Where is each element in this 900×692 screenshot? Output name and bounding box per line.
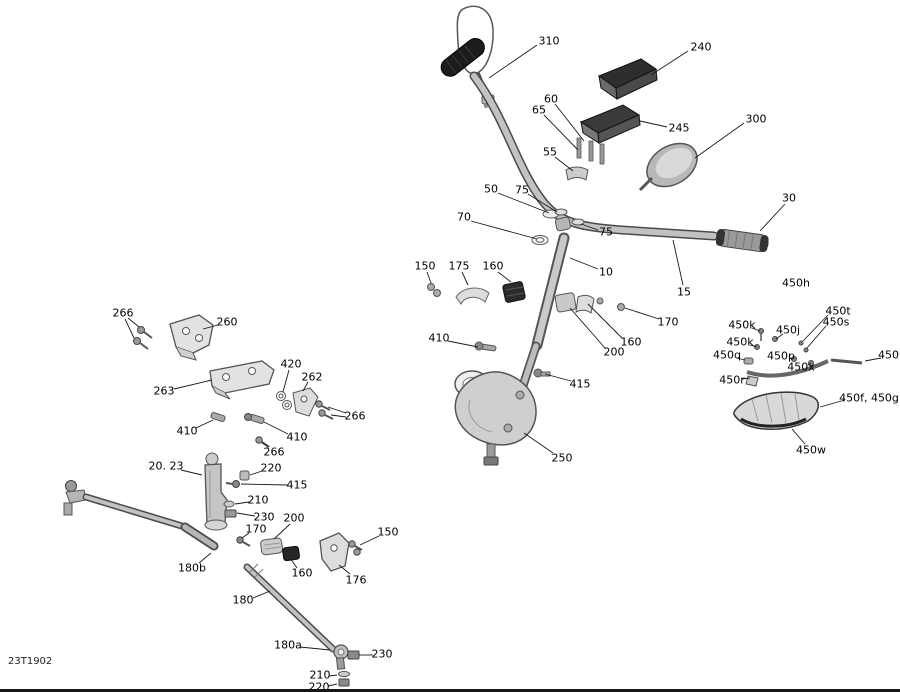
leader-line — [569, 257, 599, 270]
leader-line — [249, 470, 263, 476]
leader-line — [587, 303, 623, 339]
leader-line — [694, 122, 745, 159]
leader-line — [289, 557, 298, 569]
leader-line — [124, 318, 135, 339]
steering-arm-illustration — [204, 452, 228, 531]
handlebar-grip-left-illustration — [440, 38, 485, 77]
column-hardware-right-illustration — [554, 292, 625, 314]
leader-line — [554, 156, 574, 172]
leader-line — [240, 483, 289, 486]
handlebar-pad-lower-illustration — [579, 104, 641, 144]
leader-line — [330, 414, 347, 418]
bottom-edge — [0, 689, 900, 692]
handguard-illustration — [733, 328, 863, 430]
screws-266-right-illustration — [315, 400, 334, 420]
leader-line — [299, 646, 331, 651]
leader-line — [282, 369, 290, 393]
bracket-263-illustration — [209, 360, 275, 400]
leader-line — [488, 44, 538, 79]
leader-line — [338, 564, 351, 575]
leader-line — [639, 120, 668, 128]
leader-line — [447, 340, 479, 348]
leader-line — [741, 377, 751, 380]
bracket-176-illustration — [319, 532, 350, 572]
leader-line — [672, 239, 684, 286]
leader-line — [864, 357, 882, 362]
leader-line — [470, 220, 538, 240]
leader-line — [327, 406, 347, 414]
leader-line — [359, 535, 380, 546]
leader-line — [302, 381, 309, 392]
leader-line — [580, 223, 599, 231]
leader-line — [749, 344, 758, 348]
leader-line — [807, 362, 812, 366]
ball-joint-180a-illustration — [333, 644, 360, 687]
leader-line — [241, 532, 250, 539]
bolts-150-lower-illustration — [348, 540, 363, 556]
leader-line — [180, 469, 203, 476]
leader-line — [426, 271, 432, 284]
leader-line — [806, 325, 827, 349]
leader-line — [791, 428, 806, 445]
bracket-260-illustration — [169, 314, 214, 361]
leader-line — [624, 307, 660, 320]
screws-266-left-illustration — [133, 326, 153, 350]
tie-rod-lower-illustration — [243, 563, 337, 653]
leader-line — [775, 333, 784, 340]
leader-line — [261, 442, 270, 448]
leader-line — [234, 501, 250, 505]
leader-line — [461, 271, 469, 286]
leader-line — [252, 590, 271, 599]
leader-line — [751, 327, 761, 332]
leader-line — [497, 271, 512, 283]
bolt-415-illustration — [533, 368, 551, 378]
leader-line — [202, 324, 219, 330]
handlebar-studs-illustration — [565, 137, 605, 181]
diagram-code: 23T1902 — [8, 656, 53, 667]
leader-line — [527, 193, 558, 213]
leader-line — [819, 399, 846, 408]
handlebar-pad-upper-illustration — [597, 58, 658, 101]
leader-line — [554, 103, 585, 142]
leader-line — [127, 317, 140, 328]
leader-line — [173, 379, 213, 390]
leader-line — [523, 432, 554, 454]
leader-line — [263, 421, 289, 435]
bolts-410-pair-illustration — [210, 412, 265, 424]
leader-line — [195, 419, 214, 429]
steering-clamp-illustration — [531, 208, 585, 245]
leader-line — [497, 192, 550, 214]
leader-line — [543, 114, 579, 151]
leader-line — [789, 357, 794, 360]
handlebar-grip-right-illustration — [715, 228, 769, 253]
leader-line — [544, 373, 572, 382]
leader-line — [759, 203, 786, 232]
leader-line — [327, 683, 338, 687]
leader-line — [236, 512, 256, 517]
steering-gear-illustration — [454, 370, 537, 466]
washers-420-illustration — [276, 391, 292, 410]
leader-line — [650, 50, 689, 76]
tie-rod-hardware-illustration — [223, 470, 301, 562]
leader-line-layer — [124, 44, 882, 687]
leader-line — [569, 307, 606, 349]
leader-line — [198, 552, 212, 564]
mirror-right-illustration — [638, 142, 698, 192]
tie-rod-upper-illustration — [63, 480, 219, 551]
leader-line — [273, 523, 291, 540]
leader-line — [802, 314, 829, 342]
leader-line — [328, 674, 338, 677]
leader-line — [736, 357, 746, 361]
handlebar-illustration — [469, 71, 719, 241]
bolt-410-middle-illustration — [474, 341, 497, 352]
column-hardware-left-illustration — [427, 281, 526, 305]
bracket-262-illustration — [292, 387, 319, 417]
